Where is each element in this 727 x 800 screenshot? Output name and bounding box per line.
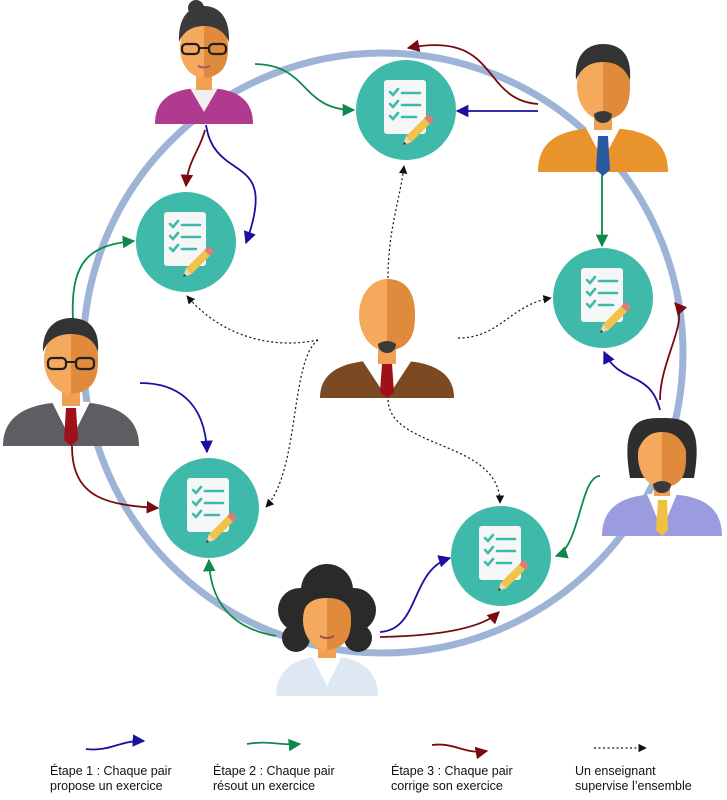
task-lower-left (157, 456, 261, 560)
correct-arrows (71, 39, 688, 638)
task-top (354, 58, 458, 162)
legend-label-step-3: Étape 3 : Chaque pair corrige son exerci… (391, 764, 513, 793)
task-upper-left (134, 190, 238, 294)
legend-correct-arrow (431, 743, 489, 760)
legend-label-step-2: Étape 2 : Chaque pair résout un exercice (213, 764, 335, 793)
teacher-center (320, 279, 454, 398)
participant-man-top-right (538, 44, 668, 176)
task-right (551, 246, 655, 350)
participant-woman-bottom (276, 564, 378, 696)
legend-label-step-1: Étape 1 : Chaque pair propose un exercic… (50, 764, 172, 793)
task-bottom (449, 504, 553, 608)
solve-arrows (71, 63, 609, 637)
participant-woman-top (155, 0, 253, 124)
teacher-supervision-arrows (186, 165, 552, 508)
legend-solve-arrow (246, 738, 302, 752)
participant-man-right (602, 418, 722, 536)
legend-label-teacher: Un enseignant supervise l’ensemble (575, 764, 692, 793)
participant-man-left (3, 318, 139, 446)
legend-propose-arrow (85, 734, 146, 751)
propose-arrows (139, 104, 661, 633)
